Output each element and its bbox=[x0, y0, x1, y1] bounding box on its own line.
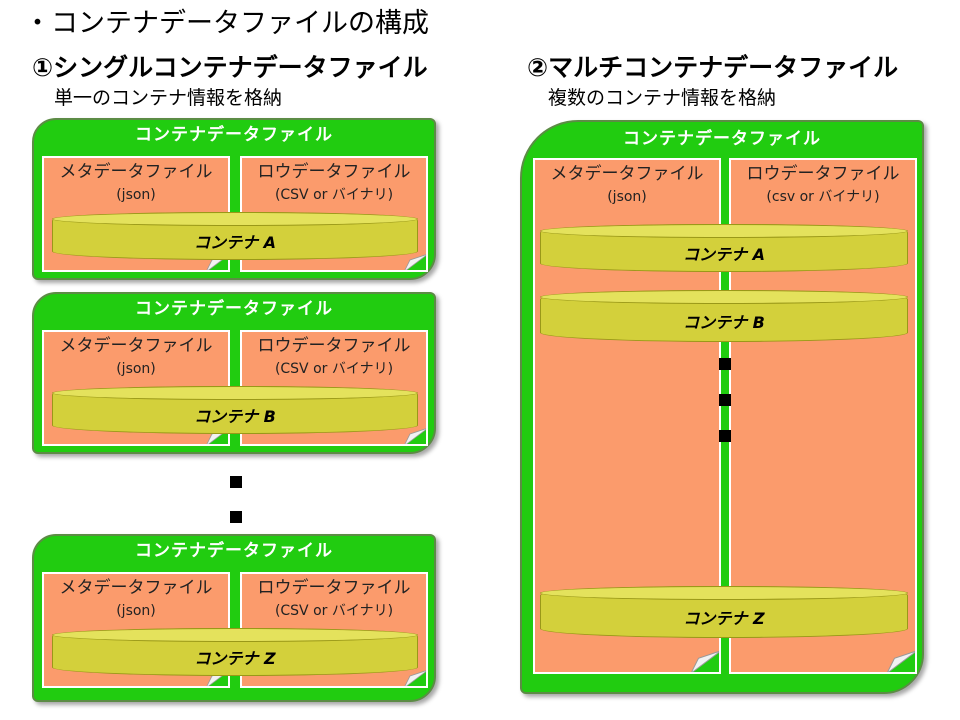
metadata-file-format: (json) bbox=[607, 189, 647, 205]
page-fold-icon bbox=[404, 428, 426, 444]
container-file-label: コンテナデータファイル bbox=[135, 125, 333, 145]
container-name: コンテナ B bbox=[194, 407, 276, 426]
metadata-file-name: メタデータファイル bbox=[550, 164, 704, 184]
metadata-file-format: (json) bbox=[116, 361, 156, 377]
container-cylinder: コンテナ B bbox=[52, 386, 418, 434]
metadata-file-format: (json) bbox=[116, 603, 156, 619]
ellipsis-dot bbox=[719, 430, 731, 442]
cylinder-top bbox=[52, 628, 418, 642]
container-file-label: コンテナデータファイル bbox=[135, 541, 333, 561]
container-name: コンテナ B bbox=[683, 313, 765, 332]
ellipsis-dot bbox=[719, 394, 731, 406]
container-cylinder: コンテナ Z bbox=[540, 586, 908, 638]
container-cylinder: コンテナ A bbox=[540, 224, 908, 272]
multi-subheading: 複数のコンテナ情報を格納 bbox=[548, 87, 777, 109]
container-name: コンテナ A bbox=[194, 233, 276, 252]
cylinder-top bbox=[540, 586, 908, 600]
metadata-file-name: メタデータファイル bbox=[59, 578, 213, 598]
raw-data-file-format: (csv or バイナリ) bbox=[766, 189, 880, 205]
raw-data-file-format: (CSV or バイナリ) bbox=[274, 361, 394, 377]
page-fold-icon bbox=[404, 670, 426, 686]
ellipsis-dot bbox=[719, 358, 731, 370]
raw-data-file-name: ロウデータファイル bbox=[257, 578, 411, 598]
container-file-label: コンテナデータファイル bbox=[623, 129, 821, 149]
page-fold-icon bbox=[887, 650, 915, 672]
cylinder-top bbox=[52, 212, 418, 226]
metadata-file-name: メタデータファイル bbox=[59, 162, 213, 182]
container-name: コンテナ Z bbox=[194, 649, 276, 668]
raw-data-file-name: ロウデータファイル bbox=[746, 164, 900, 184]
single-heading: ①シングルコンテナデータファイル bbox=[32, 53, 428, 82]
raw-data-file-name: ロウデータファイル bbox=[257, 336, 411, 356]
page-title: ・コンテナデータファイルの構成 bbox=[24, 8, 429, 39]
container-file-single-a: コンテナデータファイル メタデータファイル (json) ロウデータファイル (… bbox=[32, 118, 436, 280]
raw-data-file-format: (CSV or バイナリ) bbox=[274, 187, 394, 203]
container-cylinder: コンテナ A bbox=[52, 212, 418, 260]
container-file-multi: コンテナデータファイル メタデータファイル (json) ロウデータファイル (… bbox=[520, 120, 924, 694]
container-cylinder: コンテナ Z bbox=[52, 628, 418, 676]
ellipsis-dot bbox=[230, 511, 242, 523]
container-file-label: コンテナデータファイル bbox=[135, 299, 333, 319]
cylinder-top bbox=[52, 386, 418, 400]
single-subheading: 単一のコンテナ情報を格納 bbox=[54, 87, 283, 109]
cylinder-top bbox=[540, 224, 908, 238]
raw-data-file-format: (CSV or バイナリ) bbox=[274, 603, 394, 619]
cylinder-top bbox=[540, 290, 908, 304]
page-fold-icon bbox=[404, 254, 426, 270]
container-name: コンテナ Z bbox=[683, 609, 765, 628]
container-file-single-b: コンテナデータファイル メタデータファイル (json) ロウデータファイル (… bbox=[32, 292, 436, 454]
raw-data-file-name: ロウデータファイル bbox=[257, 162, 411, 182]
container-cylinder: コンテナ B bbox=[540, 290, 908, 342]
container-name: コンテナ A bbox=[683, 245, 765, 264]
metadata-file-format: (json) bbox=[116, 187, 156, 203]
page-fold-icon bbox=[691, 650, 719, 672]
container-file-single-z: コンテナデータファイル メタデータファイル (json) ロウデータファイル (… bbox=[32, 534, 436, 702]
ellipsis-dot bbox=[230, 476, 242, 488]
multi-heading: ②マルチコンテナデータファイル bbox=[527, 53, 899, 82]
metadata-file-name: メタデータファイル bbox=[59, 336, 213, 356]
